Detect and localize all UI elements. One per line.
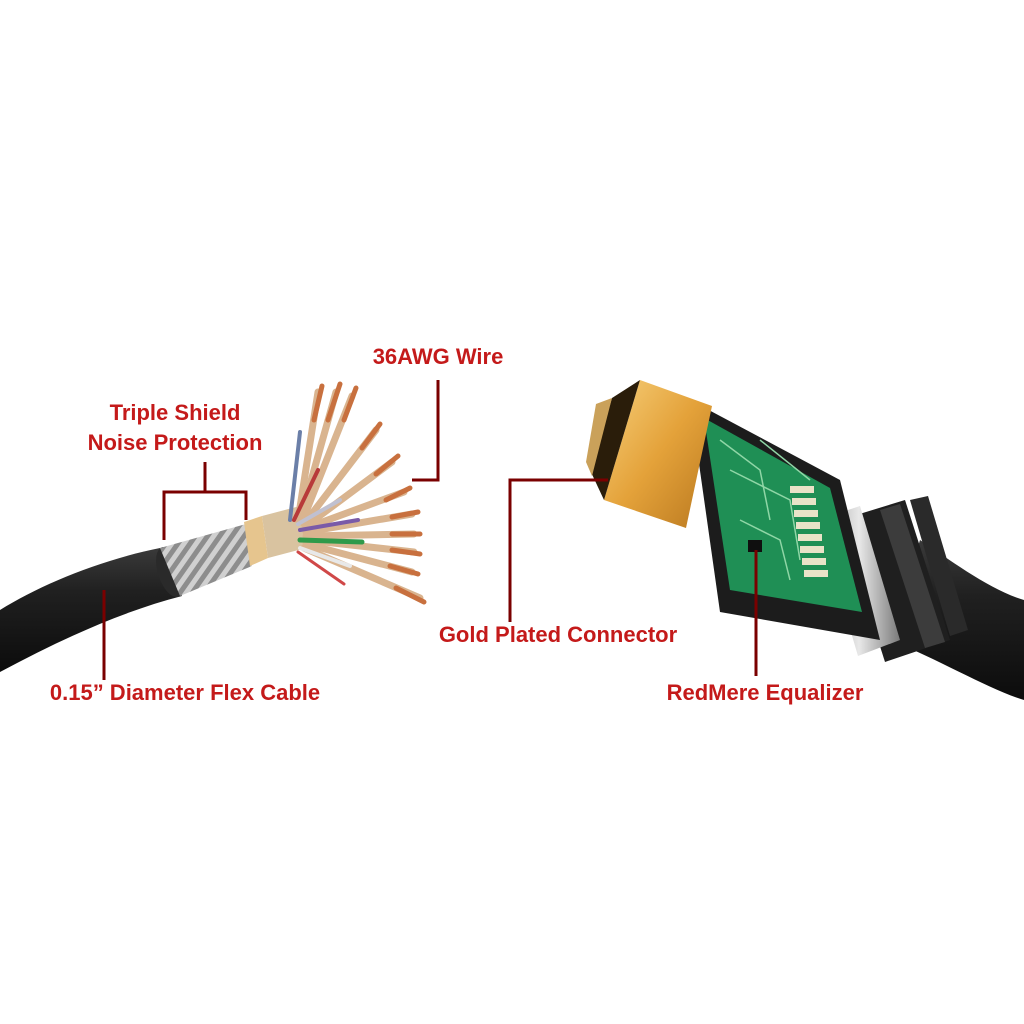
awg-wire-label: 36AWG Wire <box>372 344 504 369</box>
braided-shield <box>160 524 252 596</box>
gold-connector-label: Gold Plated Connector <box>438 622 678 647</box>
triple-shield-label-line1: Triple Shield <box>109 400 241 425</box>
pcb-pins <box>790 486 828 577</box>
foil-wrap <box>244 516 268 566</box>
gold-plug <box>604 380 712 528</box>
redmere-chip <box>748 540 762 552</box>
fanned-conductors <box>288 381 427 605</box>
leader-lines <box>102 380 758 680</box>
leader-gold <box>508 478 608 622</box>
gold-plug-opening <box>590 380 640 500</box>
diameter-label: 0.15” Diameter Flex Cable <box>49 680 321 705</box>
triple-shield-label-line2: Noise Protection <box>87 430 263 455</box>
triple-shield-label: Triple Shield Noise Protection <box>60 398 290 458</box>
redmere-label: RedMere Equalizer <box>666 680 864 705</box>
leader-awg <box>412 380 440 482</box>
hdmi-connector-icon <box>586 380 1024 700</box>
cable-jacket <box>0 548 182 672</box>
stripped-cable-icon <box>0 381 427 672</box>
